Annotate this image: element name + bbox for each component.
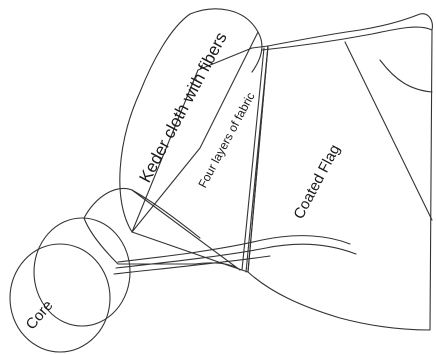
keder-sleeve-white	[83, 188, 241, 271]
coated-flag-top-edge	[261, 26, 433, 51]
coated-flag-label: Coated Flag	[290, 142, 343, 222]
flag-layer-bottom-1	[117, 235, 351, 263]
flag-layer-bottom-3	[113, 255, 271, 275]
coated-flag-fold-2	[344, 41, 433, 221]
fabric-layers-edge	[245, 45, 269, 273]
core-label: Core	[23, 297, 57, 333]
keder-tube-crease	[251, 31, 263, 73]
coated-flag-sheet	[247, 13, 433, 331]
keder-cloth-tube	[119, 8, 259, 233]
core-disc-back	[33, 217, 131, 327]
coated-flag-fold-1	[379, 59, 433, 93]
fabric-layers-label: Four layers of fabric	[195, 90, 257, 190]
flag-layer-bottom-2	[115, 243, 357, 269]
fabric-layers-edge-2	[241, 47, 265, 271]
core-disc-front	[9, 243, 111, 353]
keder-sleeve-top	[131, 189, 201, 239]
